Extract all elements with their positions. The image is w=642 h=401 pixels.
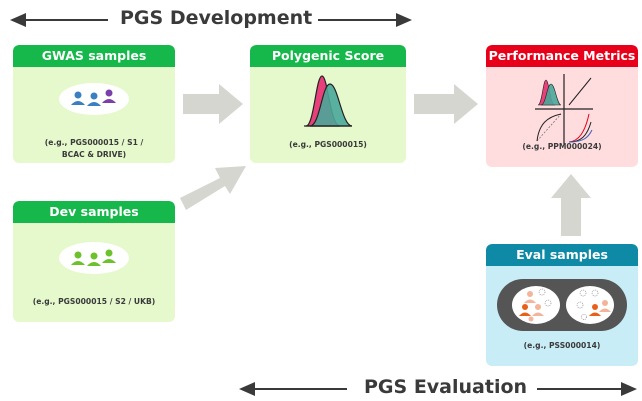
gwas-samples-header: GWAS samples [13, 45, 175, 67]
score-to-metrics-arrow [414, 84, 478, 124]
polygenic-score-card: Polygenic Score (e.g., PGS000015) [250, 45, 406, 163]
gwas-people-icon [59, 83, 129, 115]
eval-samples-card: Eval samples (e.g., PSS000014) [486, 244, 638, 366]
dev-example: (e.g., PGS000015 / S2 / UKB) [32, 297, 156, 306]
polygenic-score-header: Polygenic Score [250, 45, 406, 67]
development-double-arrow [10, 13, 412, 27]
evaluation-double-arrow [239, 382, 637, 396]
score-distribution-icon [304, 75, 353, 127]
gwas-example-line2: BCAC & DRIVE) [61, 150, 127, 159]
dev-to-score-arrow [180, 166, 246, 210]
performance-metrics-example: (e.g., PPM000024) [522, 142, 602, 151]
dev-samples-card: Dev samples (e.g., PGS000015 / S2 / UKB) [13, 201, 175, 322]
dev-samples-header: Dev samples [13, 201, 175, 223]
dev-people-icon [59, 242, 129, 274]
eval-samples-example: (e.g., PSS000014) [523, 341, 601, 350]
gwas-example-line1: (e.g., PGS000015 / S1 / [44, 138, 144, 147]
metrics-plots-icon [535, 74, 593, 144]
development-title: PGS Development [120, 7, 313, 29]
gwas-to-score-arrow [183, 84, 243, 124]
gwas-samples-card: GWAS samples (e.g., PGS000015 / S1 / BCA… [13, 45, 175, 163]
eval-cohorts-icon [497, 279, 627, 331]
evaluation-title: PGS Evaluation [364, 376, 528, 398]
eval-samples-header: Eval samples [486, 244, 638, 266]
performance-metrics-card: Performance Metrics (e.g., PPM000024) [486, 45, 638, 167]
eval-to-metrics-arrow [551, 174, 591, 236]
polygenic-score-example: (e.g., PGS000015) [289, 140, 367, 149]
performance-metrics-header: Performance Metrics [486, 45, 638, 67]
